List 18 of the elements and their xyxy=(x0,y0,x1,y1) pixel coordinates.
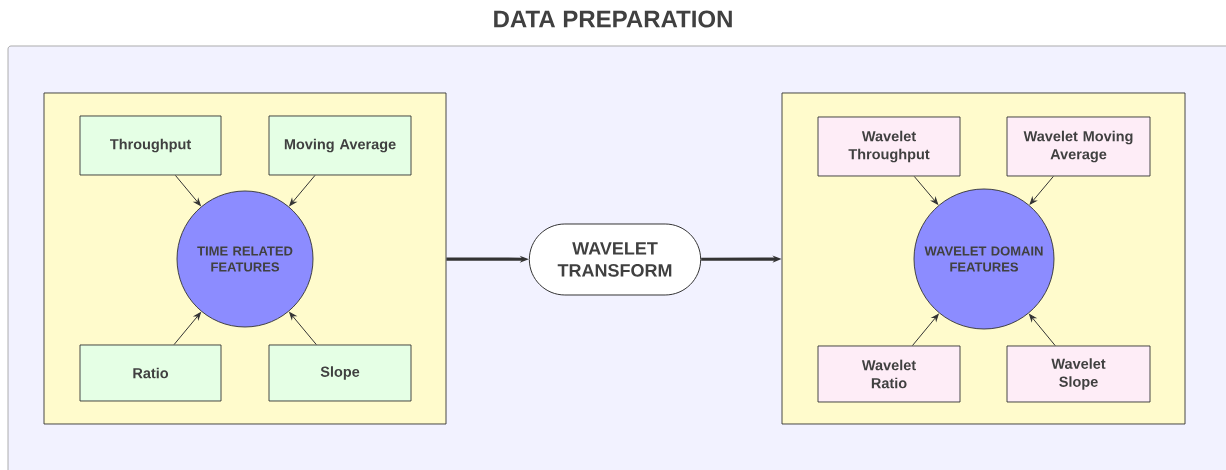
arrow xyxy=(289,174,316,206)
feature-box: Wavelet Ratio xyxy=(817,345,961,403)
arrow xyxy=(913,175,939,205)
feature-box: Throughput xyxy=(79,115,222,176)
arrow xyxy=(1029,175,1054,205)
feature-box: Moving Average xyxy=(268,115,412,176)
feature-box: Wavelet Slope xyxy=(1006,345,1151,403)
arrow xyxy=(912,313,939,347)
feature-box: Wavelet Throughput xyxy=(817,116,961,177)
arrow xyxy=(1029,314,1056,347)
arrow xyxy=(174,174,201,206)
feature-box: Ratio xyxy=(79,344,222,402)
arrow xyxy=(173,312,201,346)
feature-box: Wavelet Moving Average xyxy=(1006,116,1151,177)
feature-box: Slope xyxy=(268,344,412,402)
arrow xyxy=(289,312,317,346)
process-terminal: WAVELET TRANSFORM xyxy=(528,223,702,296)
title: DATA PREPARATION xyxy=(494,10,732,28)
